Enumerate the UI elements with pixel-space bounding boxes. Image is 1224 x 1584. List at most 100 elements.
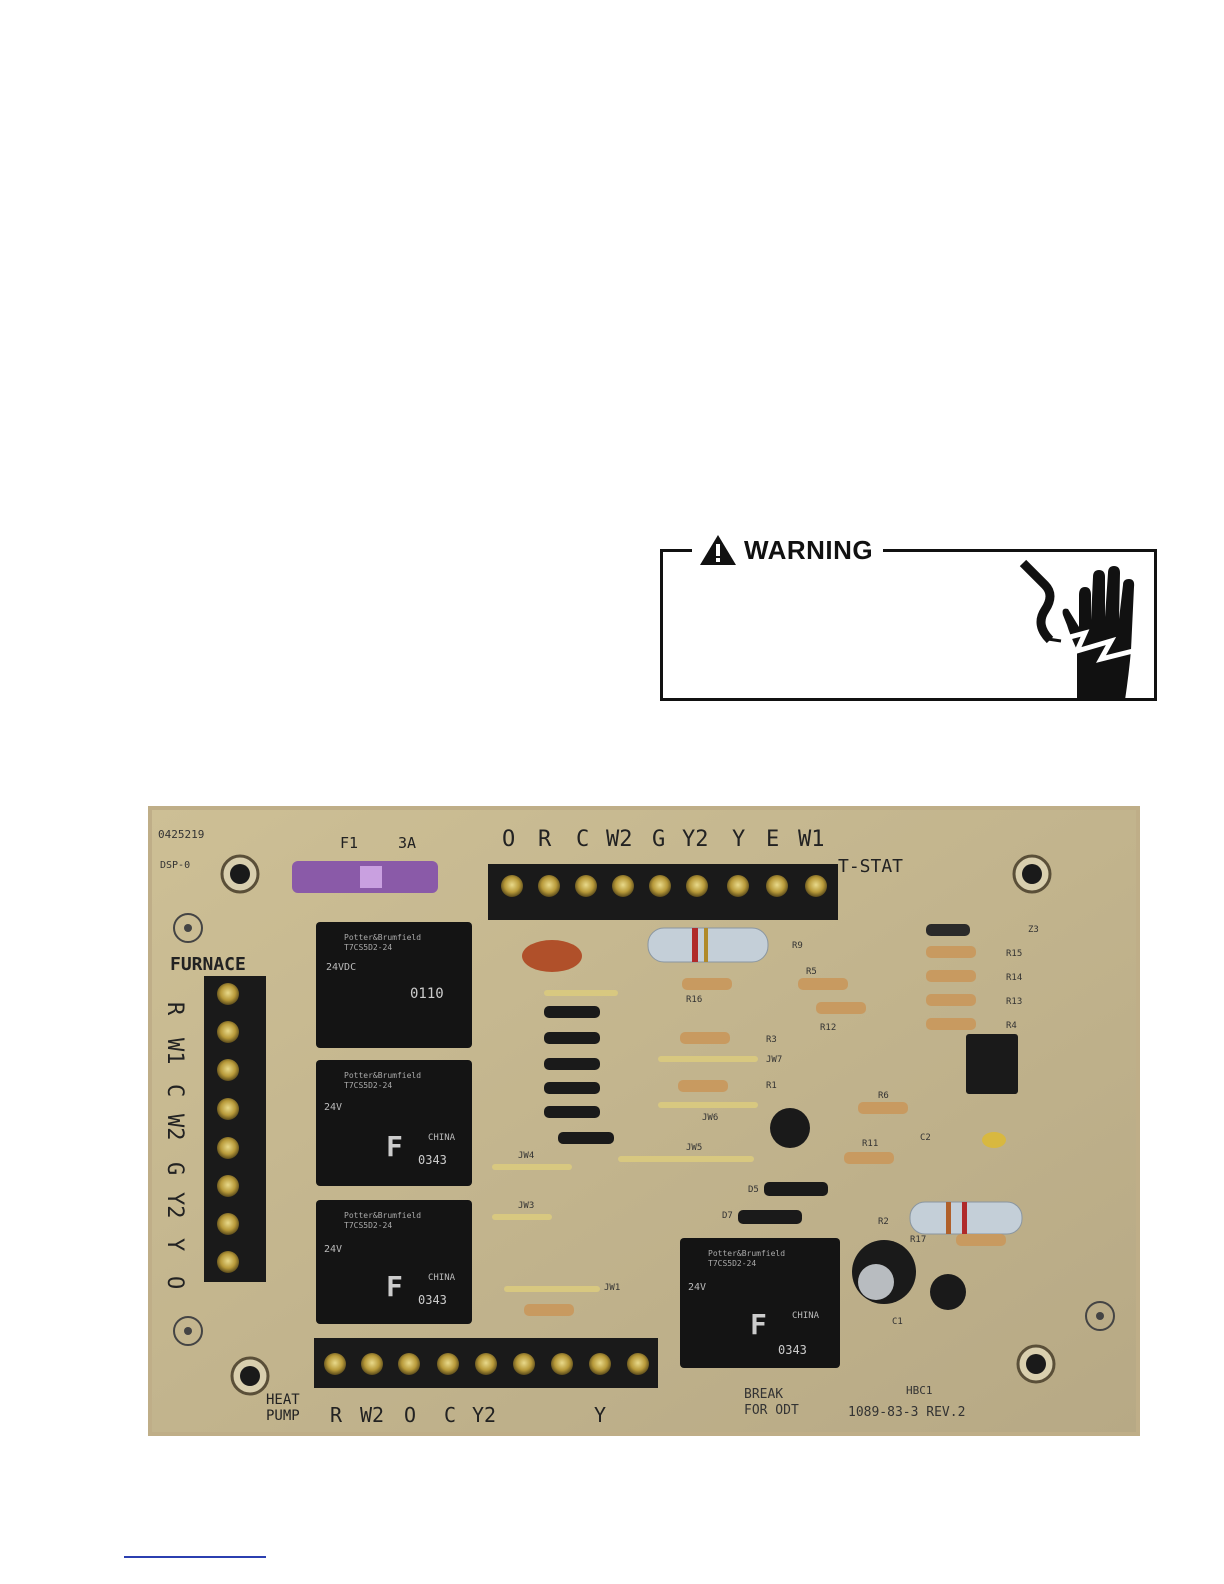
electrical-shock-hand-icon <box>1019 559 1135 700</box>
svg-text:JW3: JW3 <box>518 1201 534 1211</box>
tstat-screws <box>501 875 827 897</box>
relay-right: Potter&Brumfield T7CS5D2-24 24V F CHINA … <box>680 1238 840 1368</box>
svg-text:R15: R15 <box>1006 949 1022 959</box>
tstat-label-2: C <box>576 827 589 852</box>
warning-title: WARNING <box>744 534 874 565</box>
svg-text:R4: R4 <box>1006 1021 1017 1031</box>
svg-text:F: F <box>750 1308 767 1341</box>
break-note-line1: BREAK <box>744 1387 783 1402</box>
svg-text:R5: R5 <box>806 967 817 977</box>
hp-label-2: O <box>404 1403 416 1427</box>
heatpump-screws <box>324 1353 649 1375</box>
fuse-label: F1 <box>340 834 358 852</box>
hp-label-0: R <box>330 1403 343 1427</box>
furnace-label-7: O <box>162 1276 187 1289</box>
svg-text:Potter&Brumfield: Potter&Brumfield <box>344 933 421 942</box>
svg-text:T7CS5D2-24: T7CS5D2-24 <box>344 1221 392 1230</box>
heatpump-header-line1: HEAT <box>266 1392 300 1408</box>
furnace-terminal-labels: R W1 C W2 G Y2 Y O <box>162 1002 187 1289</box>
components <box>492 924 1023 1316</box>
svg-text:0343: 0343 <box>778 1343 807 1357</box>
furnace-label-3: W2 <box>162 1114 187 1141</box>
svg-text:Potter&Brumfield: Potter&Brumfield <box>708 1249 785 1258</box>
svg-text:R16: R16 <box>686 995 702 1005</box>
fuse-rating: 3A <box>398 834 416 852</box>
svg-text:JW7: JW7 <box>766 1055 782 1065</box>
svg-text:0343: 0343 <box>418 1293 447 1307</box>
svg-text:24VDC: 24VDC <box>326 962 356 973</box>
svg-text:CHINA: CHINA <box>428 1273 456 1283</box>
relay-top: Potter&Brumfield T7CS5D2-24 24VDC 0110 <box>316 922 472 1048</box>
svg-text:R12: R12 <box>820 1023 836 1033</box>
tstat-label-1: R <box>538 827 552 852</box>
footer-link-underline[interactable] <box>124 1556 266 1558</box>
svg-text:CHINA: CHINA <box>792 1311 820 1321</box>
svg-text:D5: D5 <box>748 1185 759 1195</box>
tstat-terminal-labels: O R C W2 G Y2 Y E W1 <box>502 827 825 852</box>
furnace-label-5: Y2 <box>162 1192 187 1219</box>
furnace-terminal-block <box>204 976 266 1282</box>
svg-text:C2: C2 <box>920 1133 931 1143</box>
svg-text:24V: 24V <box>324 1244 342 1255</box>
svg-text:Potter&Brumfield: Potter&Brumfield <box>344 1211 421 1220</box>
hp-label-1: W2 <box>360 1403 384 1427</box>
dsp-label: DSP-0 <box>160 860 190 871</box>
furnace-label-6: Y <box>162 1238 187 1251</box>
svg-text:Potter&Brumfield: Potter&Brumfield <box>344 1071 421 1080</box>
svg-text:R9: R9 <box>792 941 803 951</box>
furnace-label-4: G <box>162 1162 187 1175</box>
svg-text:T7CS5D2-24: T7CS5D2-24 <box>344 1081 392 1090</box>
component-labels: Z3 R15 R14 R13 R4 R9 R16 R3 R12 R5 JW7 R… <box>518 925 1039 1327</box>
svg-text:R11: R11 <box>862 1139 878 1149</box>
furnace-header: FURNACE <box>170 954 246 975</box>
relay-middle: Potter&Brumfield T7CS5D2-24 24V F CHINA … <box>316 1060 472 1186</box>
svg-text:24V: 24V <box>688 1282 706 1293</box>
tstat-header: T-STAT <box>838 856 903 877</box>
tstat-label-3: W2 <box>606 827 633 852</box>
furnace-screws <box>217 983 239 1273</box>
furnace-label-0: R <box>162 1002 187 1016</box>
svg-text:0343: 0343 <box>418 1153 447 1167</box>
tstat-label-5: Y2 <box>682 827 709 852</box>
relay-bottom: Potter&Brumfield T7CS5D2-24 24V F CHINA … <box>316 1200 472 1324</box>
warning-header: WARNING <box>692 532 884 568</box>
svg-text:24V: 24V <box>324 1102 342 1113</box>
mount-holes <box>173 854 1115 1396</box>
svg-text:JW4: JW4 <box>518 1151 534 1161</box>
svg-text:R3: R3 <box>766 1035 777 1045</box>
furnace-label-1: W1 <box>162 1038 187 1065</box>
tstat-label-4: G <box>652 827 665 852</box>
svg-text:Z3: Z3 <box>1028 925 1039 935</box>
svg-text:F: F <box>386 1130 403 1163</box>
warning-triangle-icon <box>700 535 736 565</box>
warning-box <box>660 549 1157 701</box>
hp-label-7: Y <box>594 1403 606 1427</box>
svg-text:D7: D7 <box>722 1211 733 1221</box>
svg-text:R6: R6 <box>878 1091 889 1101</box>
tstat-label-8: W1 <box>798 827 825 852</box>
svg-text:CHINA: CHINA <box>428 1133 456 1143</box>
svg-text:0110: 0110 <box>410 986 444 1002</box>
svg-text:T7CS5D2-24: T7CS5D2-24 <box>708 1259 756 1268</box>
svg-text:JW6: JW6 <box>702 1113 718 1123</box>
tstat-label-6: Y <box>732 827 745 852</box>
hp-label-4: Y2 <box>472 1403 496 1427</box>
svg-text:R2: R2 <box>878 1217 889 1227</box>
break-note-line2: FOR ODT <box>744 1403 799 1418</box>
svg-text:R1: R1 <box>766 1081 777 1091</box>
heatpump-header-line2: PUMP <box>266 1408 300 1424</box>
board-id: HBC1 <box>906 1384 933 1397</box>
tstat-label-7: E <box>766 827 779 852</box>
svg-text:C1: C1 <box>892 1317 903 1327</box>
hp-label-3: C <box>444 1403 456 1427</box>
svg-text:R17: R17 <box>910 1235 926 1245</box>
svg-text:JW1: JW1 <box>604 1283 620 1293</box>
svg-text:R14: R14 <box>1006 973 1022 983</box>
svg-text:JW5: JW5 <box>686 1143 702 1153</box>
control-board-photo: 0425219 DSP-0 F1 3A O R C W2 G Y2 Y E W1… <box>148 806 1140 1436</box>
furnace-label-2: C <box>162 1084 187 1097</box>
heatpump-terminal-labels: R W2 O C Y2 Y <box>330 1403 606 1427</box>
svg-text:F: F <box>386 1270 403 1303</box>
board-revision: 1089-83-3 REV.2 <box>848 1405 965 1420</box>
tstat-label-0: O <box>502 827 515 852</box>
